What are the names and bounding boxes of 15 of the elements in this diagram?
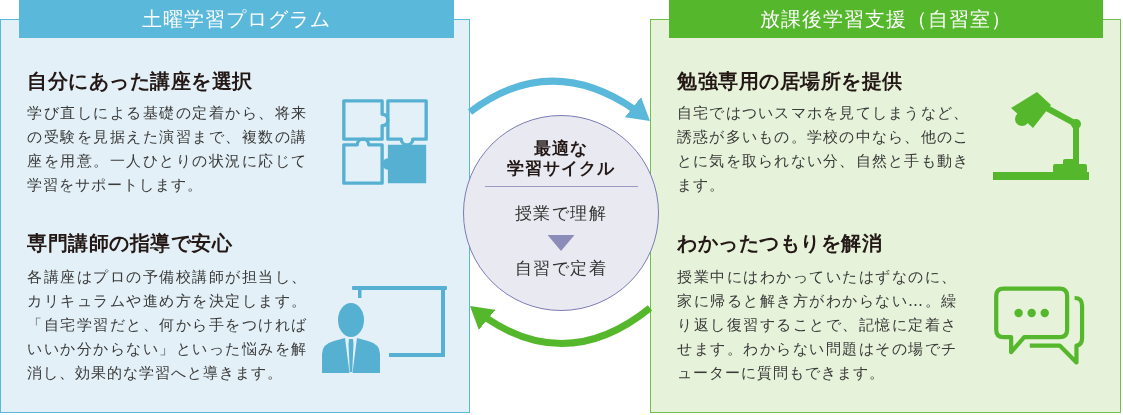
- body-text: 自宅ではついスマホを見てしまうなど、誘惑が多いもの。学校の中なら、他のことに気を取られない分、自然と手も動きます。: [677, 103, 969, 196]
- section-heading: 自分にあった講座を選択: [27, 69, 253, 93]
- body-text: 学び直しによる基礎の定着から、将来の受験を見据えた演習まで、複数の講座を用意。一人ひとりの状況に応じて学習をサポートします。: [27, 103, 307, 196]
- section-heading: わかったつもりを解消: [677, 231, 882, 255]
- section-heading: 勉強専用の居場所を提供: [677, 69, 903, 93]
- cycle-step-text: 授業で理解: [514, 196, 608, 230]
- arrow: [467, 303, 653, 347]
- panel-header: 放課後学習支援（自習室）: [669, 0, 1103, 38]
- arrow: [468, 77, 653, 124]
- circle-title: 最適な学習サイクル: [506, 138, 616, 178]
- panel-header: 土曜学習プログラム: [19, 0, 454, 38]
- section-heading: 専門講師の指導で安心: [27, 231, 232, 255]
- cycle-step-text: 自習で定着: [514, 251, 608, 285]
- body-text: 授業中にはわかっていたはずなのに、家に帰ると解き方がわからない…。繰り返し復習することで、記憶に定着させます。わからない問題はその場でチューターに質問もできます。: [677, 267, 957, 384]
- body-text: 各講座はプロの予備校講師が担当し、カリキュラムや進め方を決定します。「自宅学習だと、何から手をつければいいか分からない」といった悩みを解消し、効果的な学習へと導きます。: [27, 267, 307, 384]
